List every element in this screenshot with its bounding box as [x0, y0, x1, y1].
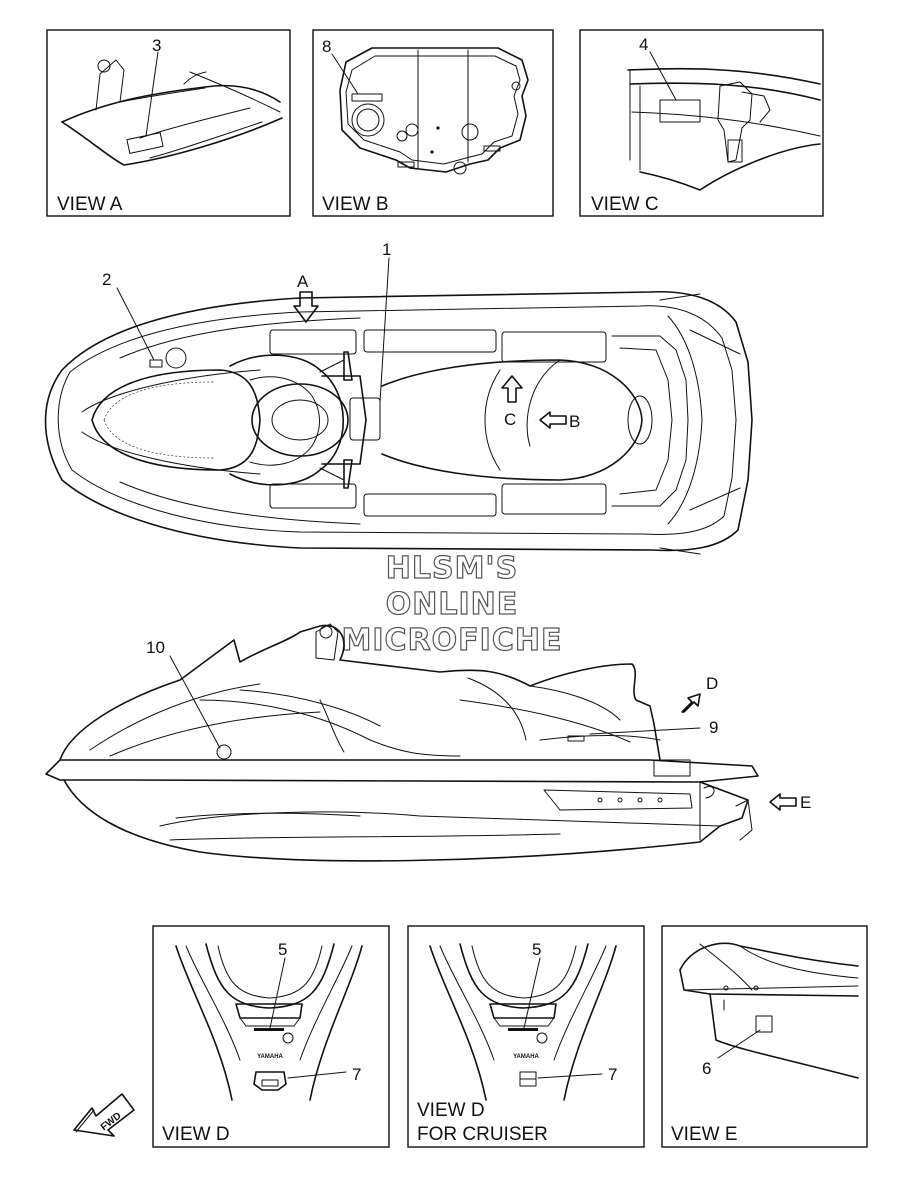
callout-2: 2 — [102, 270, 111, 289]
arrow-b: B — [539, 411, 580, 431]
callout-9: 9 — [709, 718, 718, 737]
callout-1: 1 — [382, 240, 391, 259]
watermark-line1: HLSM'S — [386, 551, 518, 586]
arrow-c: C — [501, 375, 523, 429]
callout-4: 4 — [639, 35, 648, 54]
callout-5: 5 — [278, 940, 287, 959]
view-d-panel: YAMAHA 5 7 VIEW D — [152, 925, 390, 1148]
arrow-a: A — [293, 272, 319, 323]
top-view-hull: 2 1 — [44, 240, 753, 555]
callout-10: 10 — [146, 638, 165, 657]
arrow-c-label: C — [504, 410, 516, 429]
brand-logo-d-cruiser: YAMAHA — [513, 1054, 539, 1060]
view-c-panel: 4 VIEW C — [579, 29, 824, 217]
callout-7: 7 — [352, 1065, 361, 1084]
callout-5-cruiser: 5 — [532, 940, 541, 959]
callout-7-cruiser: 7 — [608, 1065, 617, 1084]
callout-8: 8 — [322, 37, 331, 56]
view-b-label: VIEW B — [322, 194, 389, 215]
view-d-cruiser-label-1: VIEW D — [417, 1100, 485, 1121]
arrow-e: E — [769, 793, 811, 812]
view-a-panel: 3 VIEW A — [46, 29, 291, 217]
watermark-line3: MICROFICHE — [342, 623, 563, 658]
arrow-a-label: A — [297, 272, 309, 291]
view-a-label: VIEW A — [57, 194, 123, 215]
callout-6: 6 — [702, 1059, 711, 1078]
arrow-d-label: D — [706, 674, 718, 693]
fwd-label: FWD — [99, 1111, 124, 1134]
side-view-hull: 10 9 — [45, 623, 759, 862]
view-b-panel: 8 VIEW B — [312, 29, 554, 217]
callout-3: 3 — [152, 36, 161, 55]
view-e-panel: 6 VIEW E — [661, 925, 868, 1148]
arrow-d: D — [681, 674, 718, 713]
view-c-label: VIEW C — [591, 194, 659, 215]
view-d-label: VIEW D — [162, 1124, 230, 1145]
arrow-b-label: B — [569, 412, 580, 431]
watermark-line2: ONLINE — [386, 587, 519, 622]
watermark: HLSM'S ONLINE MICROFICHE — [341, 550, 563, 658]
brand-logo-d: YAMAHA — [257, 1054, 283, 1060]
arrow-e-label: E — [800, 793, 811, 812]
view-e-label: VIEW E — [671, 1124, 738, 1145]
view-d-cruiser-panel: YAMAHA 5 7 VIEW D FOR CRUISER — [407, 925, 645, 1148]
view-d-cruiser-label-2: FOR CRUISER — [417, 1124, 548, 1145]
fwd-arrow-icon: FWD — [73, 1093, 135, 1137]
